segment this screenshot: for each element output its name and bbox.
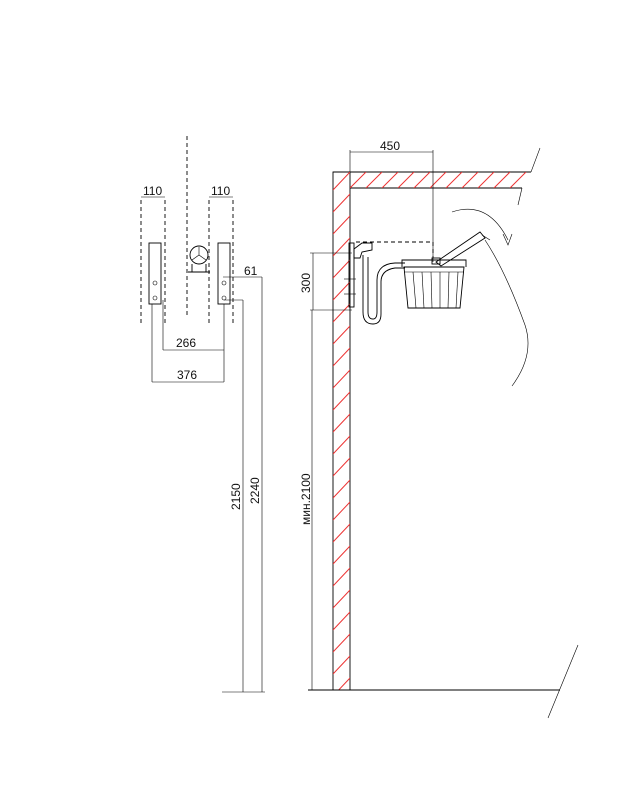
front-view: 110 110 61 266 376 2150 xyxy=(140,136,265,693)
dim-min-height: мин.2100 xyxy=(299,473,313,525)
dim-inner-span: 266 xyxy=(176,336,196,350)
wall-hatch xyxy=(333,172,350,690)
wall xyxy=(332,171,351,691)
right-bracket-plate xyxy=(217,242,231,305)
bucket xyxy=(403,266,465,309)
pull-cord xyxy=(484,239,529,387)
lever-handle xyxy=(435,231,486,267)
hose xyxy=(362,255,405,325)
dim-depth: 450 xyxy=(380,139,400,153)
side-view: 450 300 мин.2100 xyxy=(299,139,579,719)
rotation-arc xyxy=(451,208,509,241)
dim-left-bracket-width: 110 xyxy=(143,184,162,198)
dim-outer-span: 376 xyxy=(177,368,197,382)
valve-icon xyxy=(189,245,209,265)
wall-bracket xyxy=(348,242,355,308)
dim-height-a: 2150 xyxy=(229,483,243,510)
dim-mount-height: 300 xyxy=(299,273,313,293)
dim-right-bracket-width: 110 xyxy=(211,184,230,198)
ceiling-hatch xyxy=(350,172,527,188)
left-bracket-plate xyxy=(148,242,162,305)
dim-offset: 61 xyxy=(244,264,258,278)
dim-height-b: 2240 xyxy=(248,477,262,504)
